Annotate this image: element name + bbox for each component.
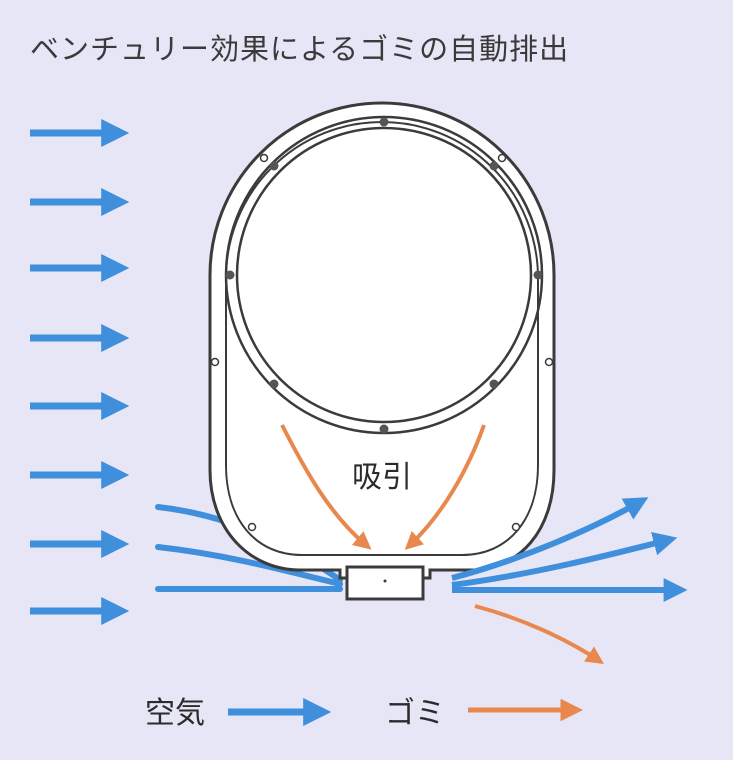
rotor-inner-disc — [235, 126, 533, 424]
dust-flow-arrow-icon — [474, 604, 604, 664]
diagram-title: ベンチュリー効果によるゴミの自動排出 — [30, 32, 570, 66]
suction-arrow-icon — [404, 424, 486, 550]
legend-air-label: 空気 — [145, 696, 205, 731]
fan-housing-icon — [208, 101, 556, 601]
suction-arrows — [280, 424, 486, 550]
outgoing-air-streams — [451, 497, 688, 602]
suction-label: 吸引 — [352, 460, 412, 495]
suction-arrow-icon — [280, 424, 372, 550]
incoming-air-arrows — [30, 119, 130, 625]
dust-outlet-nozzle — [345, 565, 425, 601]
legend-dust-label: ゴミ — [385, 696, 445, 731]
legend: 空気 ゴミ — [145, 696, 583, 731]
